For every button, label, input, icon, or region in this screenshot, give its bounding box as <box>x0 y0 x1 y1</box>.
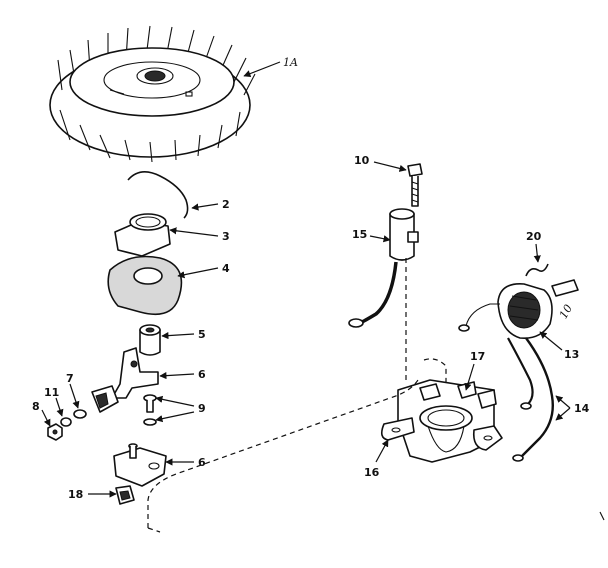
cover-part <box>114 213 171 257</box>
label-13: 13 <box>564 348 579 361</box>
assembly-line-base <box>147 379 419 528</box>
label-20: 20 <box>526 230 542 243</box>
washer-11-part <box>60 417 72 427</box>
washer-7-part <box>73 409 87 419</box>
label-17: 17 <box>470 350 485 363</box>
label-18: 18 <box>68 488 83 501</box>
points-assembly <box>91 385 119 413</box>
label-1a: 1A <box>283 56 298 69</box>
base-plate-part <box>113 443 167 487</box>
nut-8-part <box>47 423 63 441</box>
label-9: 9 <box>198 402 206 415</box>
edge-mark <box>599 511 605 521</box>
label-14: 14 <box>574 402 590 415</box>
label-8: 8 <box>32 400 40 413</box>
assembly-line-end <box>147 527 161 533</box>
spring-clip-20-part <box>525 263 549 277</box>
label-3: 3 <box>222 230 230 243</box>
label-6-lower: 6 <box>198 456 206 469</box>
leads-14-part <box>507 337 554 462</box>
label-5: 5 <box>198 328 206 341</box>
condenser-15-part <box>348 208 419 328</box>
label-10-clip: 10 <box>557 302 575 321</box>
label-16: 16 <box>364 466 380 479</box>
label-7: 7 <box>66 372 74 385</box>
screw-10-part <box>407 163 423 207</box>
gasket-part <box>107 255 183 316</box>
label-4: 4 <box>222 262 230 275</box>
spring-wire-part <box>127 171 189 219</box>
housing-16-part <box>380 379 503 463</box>
label-11: 11 <box>44 386 59 399</box>
clip-18-part <box>115 485 135 505</box>
label-15: 15 <box>352 228 367 241</box>
coil-13-part <box>458 283 553 340</box>
flywheel-part <box>49 25 256 163</box>
label-6-upper: 6 <box>198 368 206 381</box>
bracket-part-upper <box>111 347 159 399</box>
clip-10-part <box>551 279 579 297</box>
assembly-line-housing <box>423 358 447 384</box>
bushing-part <box>139 324 161 356</box>
screw-9-part <box>143 394 157 426</box>
label-10-screw: 10 <box>354 154 370 167</box>
leader-lines <box>41 61 571 498</box>
label-2: 2 <box>222 198 230 211</box>
